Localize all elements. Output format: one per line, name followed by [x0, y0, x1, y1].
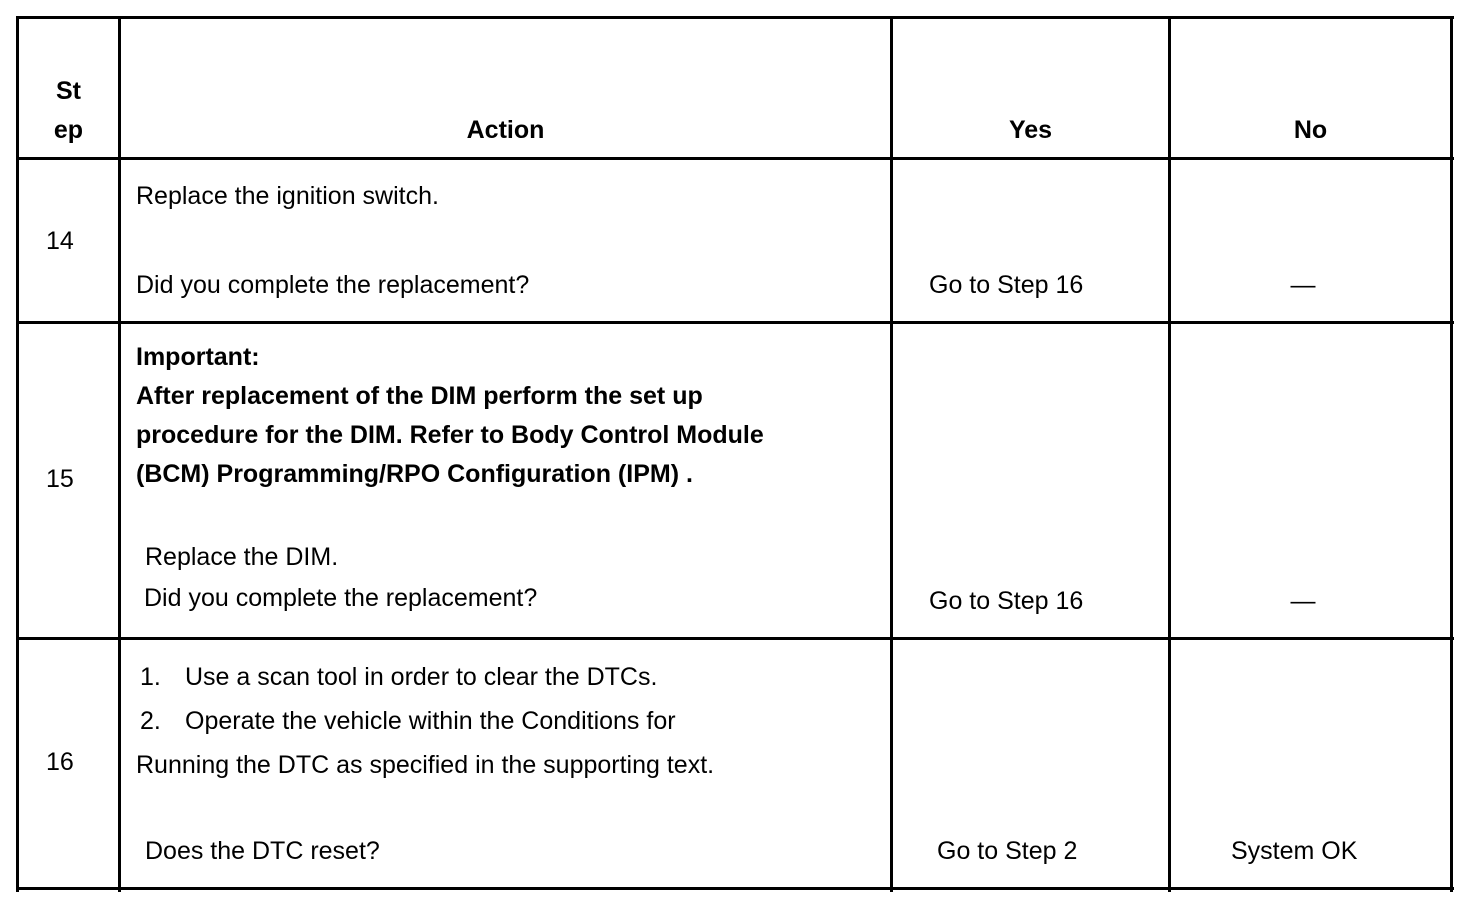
action-question: Did you complete the replacement? [144, 584, 538, 612]
column-divider [1168, 16, 1171, 892]
yes-result: Go to Step 2 [937, 837, 1078, 865]
row-divider [16, 321, 1454, 324]
important-text: procedure for the DIM. Refer to Body Con… [136, 421, 764, 449]
header-action: Action [466, 116, 545, 144]
header-step-line1: St [56, 77, 81, 105]
action-text: Replace the DIM. [145, 543, 339, 571]
table-border-bottom [16, 887, 1454, 890]
no-result: — [1290, 271, 1316, 299]
important-title: Important: [136, 343, 260, 371]
table-border-right [1450, 16, 1453, 892]
column-divider [890, 16, 893, 892]
no-result: System OK [1231, 837, 1358, 865]
header-yes: Yes [1008, 116, 1053, 144]
list-item-text: Operate the vehicle within the Condition… [185, 707, 676, 735]
header-step-line2: ep [53, 116, 84, 144]
no-result: — [1290, 587, 1316, 615]
row-divider [16, 637, 1454, 640]
table-border-top [16, 16, 1454, 19]
important-text: After replacement of the DIM perform the… [136, 382, 703, 410]
action-question: Does the DTC reset? [145, 837, 380, 865]
list-item-text: Use a scan tool in order to clear the DT… [185, 663, 658, 691]
yes-result: Go to Step 16 [929, 271, 1084, 299]
important-text: (BCM) Programming/RPO Configuration (IPM… [136, 460, 693, 488]
list-continuation: Running the DTC as specified in the supp… [136, 751, 715, 779]
list-item-number: 1. [140, 663, 161, 691]
action-text: Replace the ignition switch. [136, 182, 439, 210]
header-divider [16, 157, 1454, 160]
table-border-left [16, 16, 19, 892]
column-divider [118, 16, 121, 892]
step-number: 15 [46, 465, 74, 493]
yes-result: Go to Step 16 [929, 587, 1084, 615]
header-no: No [1293, 116, 1328, 144]
action-question: Did you complete the replacement? [136, 271, 530, 299]
step-number: 14 [46, 227, 74, 255]
list-item-number: 2. [140, 707, 161, 735]
step-number: 16 [46, 748, 74, 776]
